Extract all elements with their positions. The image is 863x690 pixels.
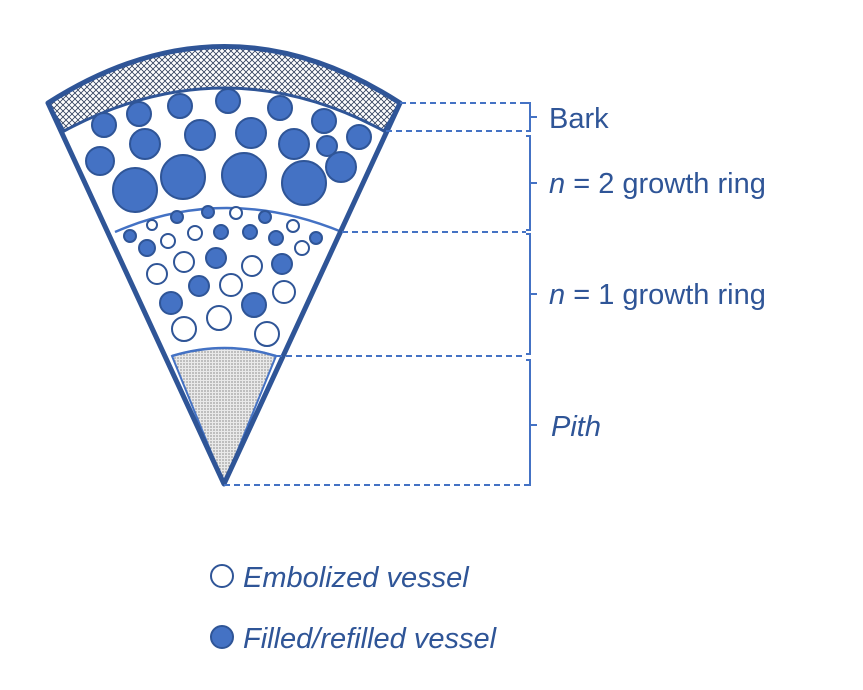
filled-vessel: [126, 101, 152, 127]
filled-vessel: [112, 167, 158, 213]
embolized-legend-icon: [210, 564, 234, 588]
ring-boundary-2: [114, 206, 343, 234]
filled-vessel: [278, 128, 310, 160]
ring1-label: n = 1 growth ring: [549, 279, 766, 311]
filled-vessel: [129, 128, 161, 160]
filled-vessel: [205, 247, 227, 269]
embolized-vessel: [219, 273, 243, 297]
embolized-vessel: [254, 321, 280, 347]
filled-vessel: [346, 124, 372, 150]
filled-vessel: [184, 119, 216, 151]
filled-vessel: [316, 135, 338, 157]
bark-label: Bark: [549, 103, 609, 135]
filled-vessel: [258, 210, 272, 224]
bracket-ring1: [526, 233, 537, 355]
filled-vessel: [311, 108, 337, 134]
wedge-outline: [45, 44, 403, 487]
bracket-pith: [526, 359, 537, 486]
embolized-vessel: [241, 255, 263, 277]
guide-lines: [224, 102, 526, 486]
embolized-legend-label: Embolized vessel: [243, 562, 470, 594]
filled-vessel: [85, 146, 115, 176]
filled-vessel: [235, 117, 267, 149]
ring2-label: n = 2 growth ring: [549, 168, 766, 200]
filled-legend-label: Filled/refilled vessel: [243, 623, 498, 655]
embolized-vessel: [206, 305, 232, 331]
filled-legend-icon: [210, 625, 234, 649]
filled-vessel: [170, 210, 184, 224]
embolized-vessel: [286, 219, 300, 233]
embolized-vessel: [146, 219, 158, 231]
filled-vessel: [159, 291, 183, 315]
brackets: [526, 102, 537, 486]
filled-vessel: [167, 93, 193, 119]
legend: Embolized vessel Filled/refilled vessel: [210, 562, 498, 655]
ring2-vessels: [85, 88, 372, 213]
ring1-vessels: [123, 205, 323, 347]
filled-vessel: [215, 88, 241, 114]
embolized-vessel: [173, 251, 195, 273]
filled-vessel: [160, 154, 206, 200]
filled-vessel: [213, 224, 229, 240]
filled-vessel: [268, 230, 284, 246]
embolized-vessel: [187, 225, 203, 241]
filled-vessel: [325, 151, 357, 183]
filled-vessel: [267, 95, 293, 121]
embolized-vessel: [160, 233, 176, 249]
filled-vessel: [271, 253, 293, 275]
filled-vessel: [309, 231, 323, 245]
pith-region: [170, 347, 278, 487]
filled-vessel: [221, 152, 267, 198]
embolized-vessel: [171, 316, 197, 342]
embolized-vessel: [229, 206, 243, 220]
bracket-ring2: [526, 135, 537, 231]
filled-vessel: [188, 275, 210, 297]
filled-vessel: [123, 229, 137, 243]
bracket-bark: [526, 102, 537, 132]
embolized-vessel: [272, 280, 296, 304]
pith-label: Pith: [551, 411, 601, 443]
embolized-vessel: [294, 240, 310, 256]
filled-vessel: [138, 239, 156, 257]
embolized-vessel: [146, 263, 168, 285]
filled-vessel: [242, 224, 258, 240]
filled-vessel: [91, 112, 117, 138]
ring-boundary-1: [171, 346, 277, 358]
filled-vessel: [281, 160, 327, 206]
filled-vessel: [241, 292, 267, 318]
filled-vessel: [201, 205, 215, 219]
